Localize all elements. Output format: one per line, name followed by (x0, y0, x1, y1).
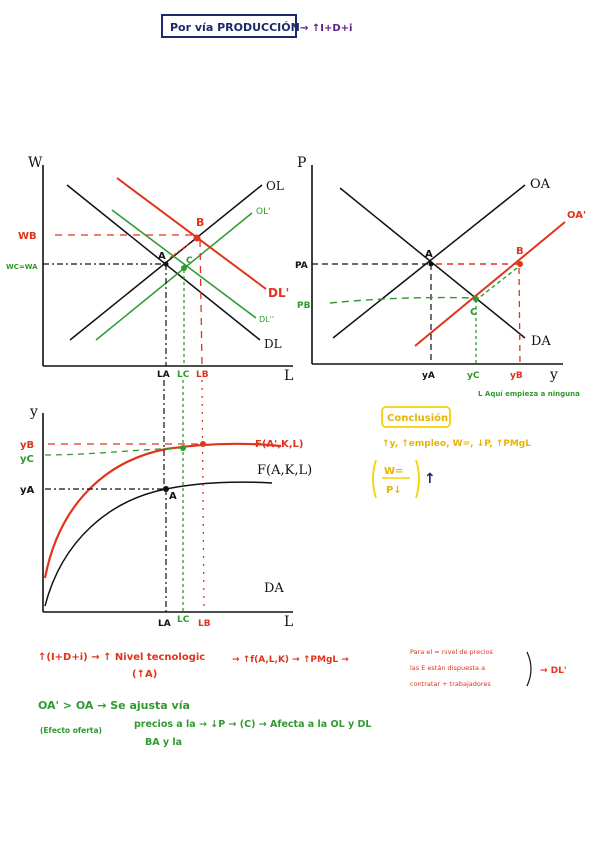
point-A-label: A (158, 251, 166, 262)
goods-point-A-dot (428, 261, 434, 267)
label-OA-prime: OA' (567, 210, 586, 221)
label-yB: yB (510, 371, 523, 381)
goods-note: L Aquí empieza a ninguna (478, 390, 580, 398)
point-B-dot (193, 234, 201, 242)
demand-curve-DL-prime (116, 177, 267, 290)
label-yB-prod: yB (20, 440, 34, 451)
prod-point-C-dot (180, 445, 186, 451)
labor-x-axis-label: L (284, 368, 293, 384)
conclusion-title-box (381, 406, 451, 428)
label-PA: PA (295, 261, 308, 271)
production-function-graph: y L F(A,K,L) F(A',K,L) A yB yC yA LA LC … (20, 379, 312, 630)
conclusion-box: Conclusión ↑y, ↑empleo, W=, ↓P, ↑PMgL W=… (372, 406, 531, 499)
demand-curve-DL-double-prime (111, 209, 257, 319)
curve-F-A-prime-K-L (43, 442, 282, 579)
label-F-A-prime-K-L: F(A',K,L) (255, 439, 304, 450)
yC-prod-guide (44, 447, 181, 456)
header-suffix: → ↑I+D+i (300, 23, 352, 34)
label-yC: yC (467, 371, 480, 381)
label-DL-prime: DL' (268, 286, 289, 300)
LB-guide (199, 239, 203, 367)
goods-point-B-label: B (516, 246, 524, 257)
goods-point-C-dot (473, 296, 479, 302)
point-B-label: B (196, 216, 204, 229)
labor-y-axis-label: W (28, 155, 43, 171)
yB-guide (518, 267, 521, 365)
label-WB: WB (18, 231, 37, 242)
prod-point-B-dot (200, 441, 206, 447)
goods-point-B-dot (517, 261, 523, 267)
label-DL-double-prime: DL'' (259, 315, 274, 324)
supply-curve-OA (332, 184, 526, 339)
fraction-arrow: ↑ (424, 471, 436, 487)
label-F-A-K-L: F(A,K,L) (257, 463, 312, 478)
label-DA-goods: DA (531, 334, 551, 349)
label-PB: PB (297, 301, 311, 311)
move-B-to-C-arrow (479, 267, 518, 298)
goods-market-graph: P y OA DA OA' A B C PA PB yA yC yB L Aqu… (295, 155, 586, 398)
point-C-label: C (186, 256, 193, 266)
label-OL-prime: OL' (256, 207, 271, 217)
bottom-notes: ↑(I+D+i) → ↑ Nivel tecnologic (↑A) → ↑f(… (38, 648, 567, 748)
conclusion-line1: ↑y, ↑empleo, W=, ↓P, ↑PMgL (382, 439, 531, 449)
label-LA-top: LA (157, 370, 170, 380)
note-line2-sub: (Efecto oferta) (40, 726, 102, 735)
prod-y-axis-label: y (29, 404, 38, 420)
note-line1-right-2: las E están dispuesta a (410, 664, 485, 672)
note-line1-result: → DL' (540, 666, 567, 676)
label-yA: yA (422, 371, 435, 381)
label-OL: OL (266, 179, 284, 193)
label-LB-prod: LB (198, 619, 211, 629)
demand-curve-DL (66, 184, 261, 341)
label-OA: OA (530, 177, 551, 192)
price-B-guide (329, 296, 475, 304)
label-yA-prod: yA (20, 485, 35, 496)
curve-F-A-K-L (44, 481, 273, 607)
label-WC-WA: WC=WA (6, 263, 38, 271)
prod-point-A-dot (163, 486, 169, 492)
note-line2-left: OA' > OA → Se ajusta vía (38, 699, 190, 712)
fraction-top: W= (384, 466, 403, 477)
move-A-to-B-arrow (169, 242, 191, 259)
goods-y-axis-label: P (297, 155, 306, 171)
point-A-dot (163, 261, 169, 267)
supply-curve-OA-prime (414, 221, 566, 347)
supply-curve-OL-prime (95, 212, 253, 341)
label-yC-prod: yC (20, 454, 34, 465)
header-title: Por vía PRODUCCIÓN (170, 21, 300, 34)
header-box (161, 14, 297, 38)
LB-link-guide (201, 379, 205, 613)
label-LA-prod: LA (158, 619, 171, 629)
note-line1-mid: → ↑f(A,L,K) → ↑PMgL → (232, 655, 349, 665)
note-line1-left: ↑(I+D+i) → ↑ Nivel tecnologic (38, 652, 205, 663)
label-DA-prod: DA (264, 581, 284, 596)
goods-point-C-label: C (470, 307, 477, 318)
note-line1-sub: (↑A) (132, 669, 157, 680)
goods-x-axis-label: y (549, 367, 558, 383)
labor-market-graph: W L OL DL OL' DL'' DL' A B C WB WC=WA (6, 155, 293, 384)
note-line1-right-3: contratar + trabajadores (410, 680, 491, 688)
label-DL: DL (264, 337, 282, 351)
note-line2-mid: precios a la → ↓P → (C) → Afecta a la OL… (134, 719, 371, 730)
label-LC-top: LC (177, 370, 190, 380)
note-line1-right-1: Para el = nivel de precios (410, 648, 494, 656)
prod-point-A-label: A (169, 491, 177, 502)
fraction-paren-right (415, 459, 420, 499)
conclusion-title: Conclusión (387, 412, 448, 424)
fraction-bottom: P↓ (386, 485, 402, 496)
label-LC-prod: LC (177, 615, 190, 625)
note-line2-mid2: BA y la (145, 737, 182, 748)
header: Por vía PRODUCCIÓN → ↑I+D+i (161, 14, 352, 38)
prod-x-axis-label: L (284, 614, 293, 630)
point-C-dot (181, 265, 187, 271)
note-brace (526, 651, 532, 687)
fraction-paren-left (372, 459, 377, 499)
goods-point-A-label: A (425, 249, 433, 260)
label-LB-top: LB (196, 370, 209, 380)
